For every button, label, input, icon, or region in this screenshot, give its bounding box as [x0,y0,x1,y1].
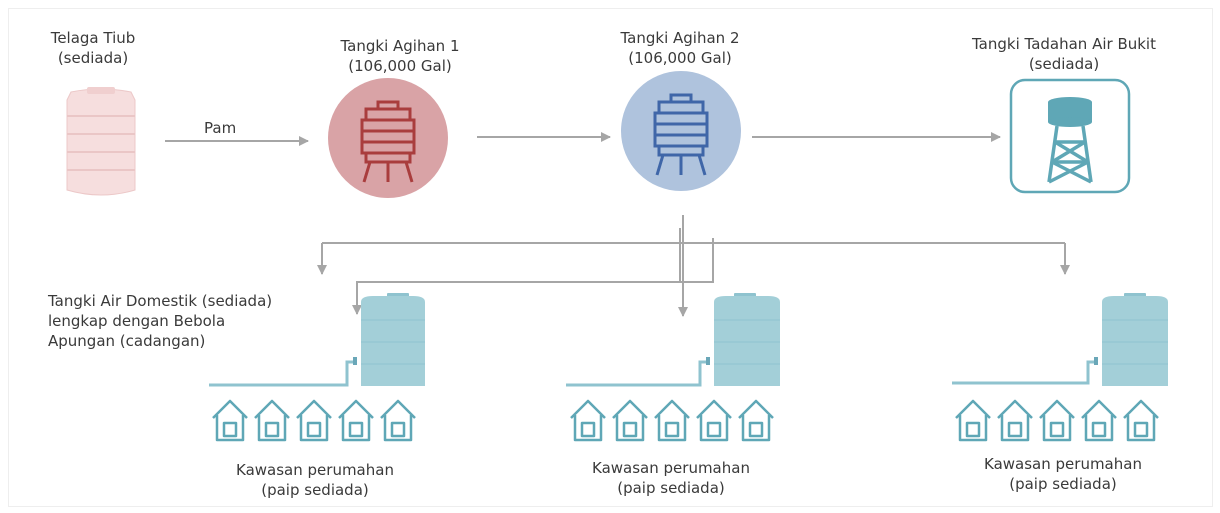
domestic-tank-line3: Apungan (cadangan) [48,332,206,350]
housing-area-2-name: Kawasan perumahan [592,459,750,477]
domestic-tank-line1: Tangki Air Domestik (sediada) [48,292,273,310]
house-icon [380,399,416,442]
house-row-2 [567,396,779,448]
tank1-name: Tangki Agihan 1 [340,37,460,55]
housing-area-2-status: (paip sediada) [617,479,725,497]
diagram-frame [8,8,1213,507]
house-icon [1123,399,1159,442]
tube-well-tank [55,86,147,206]
inlet-arrow-left-tank [352,262,714,315]
housing-area-1-status: (paip sediada) [261,481,369,499]
tank1-label: Tangki Agihan 1 (106,000 Gal) [310,36,490,76]
water-tank-icon [360,100,416,183]
house-icon [696,399,732,442]
house-icon [955,399,991,442]
tank2-capacity: (106,000 Gal) [628,49,732,67]
domestic-tank-unit-2 [566,290,786,394]
hill-tank-icon [1009,78,1131,198]
house-icon [570,399,606,442]
housing-area-1-name: Kawasan perumahan [236,461,394,479]
house-icon [1081,399,1117,442]
housing-area-3-name: Kawasan perumahan [984,455,1142,473]
house-icon [338,399,374,442]
hill-tank-name: Tangki Tadahan Air Bukit [972,35,1156,53]
housing-area-2-label: Kawasan perumahan (paip sediada) [566,458,776,498]
housing-area-1-label: Kawasan perumahan (paip sediada) [210,460,420,500]
house-row-1 [209,396,421,448]
hill-tank-label: Tangki Tadahan Air Bukit (sediada) [954,34,1174,74]
tank1-capacity: (106,000 Gal) [348,57,452,75]
house-icon [612,399,648,442]
source-name: Telaga Tiub [50,29,136,47]
tank2-label: Tangki Agihan 2 (106,000 Gal) [590,28,770,68]
domestic-tank-unit-1 [209,290,429,394]
source-status: (sediada) [57,49,129,67]
domestic-tank-label: Tangki Air Domestik (sediada) lengkap de… [48,291,272,351]
house-icon [738,399,774,442]
inlet-pipe-to-domestic-tank [679,228,714,283]
housing-area-3-label: Kawasan perumahan (paip sediada) [958,454,1168,494]
house-icon [296,399,332,442]
house-icon [254,399,290,442]
house-icon [654,399,690,442]
hill-tank-status: (sediada) [1028,55,1100,73]
house-icon [997,399,1033,442]
source-label: Telaga Tiub (sediada) [38,28,148,68]
tank2-name: Tangki Agihan 2 [620,29,740,47]
house-icon [212,399,248,442]
tank1-circle [328,78,448,202]
pump-label: Pam [204,119,237,137]
water-tank-icon [653,93,709,176]
domestic-tank-line2: lengkap dengan Bebola [48,312,226,330]
domestic-tank-unit-3 [952,290,1172,394]
house-row-3 [952,396,1164,448]
house-icon [1039,399,1075,442]
housing-area-3-status: (paip sediada) [1009,475,1117,493]
tank2-circle [621,71,741,195]
